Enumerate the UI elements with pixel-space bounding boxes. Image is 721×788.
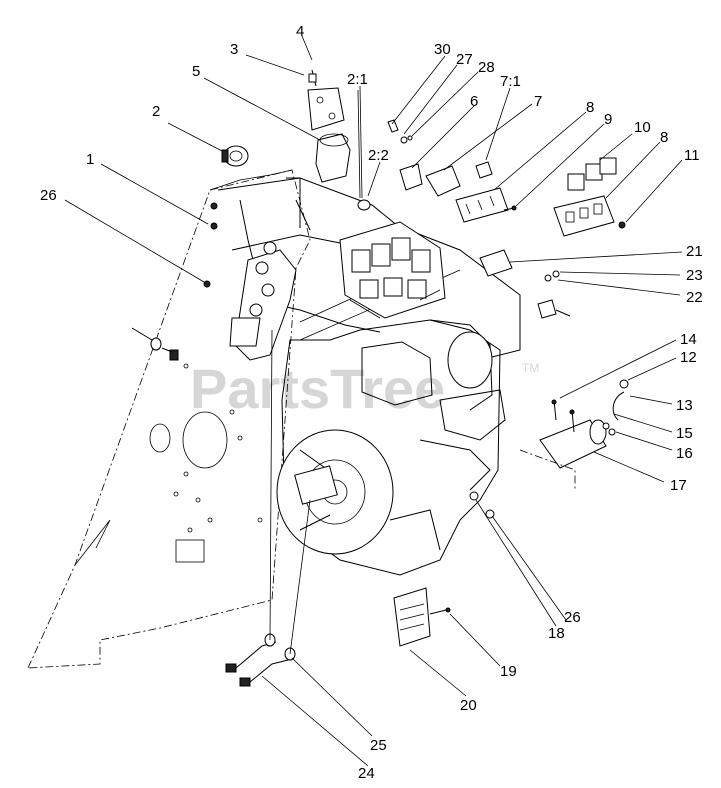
part-17-solenoid	[519, 419, 607, 490]
callout-21: 21	[686, 243, 703, 260]
callout-5: 5	[192, 63, 200, 80]
callout-7-1: 7:1	[500, 73, 521, 90]
callout-3: 3	[230, 41, 238, 58]
callout-14: 14	[680, 331, 697, 348]
callout-10: 10	[634, 119, 651, 136]
callout-2: 2	[152, 103, 160, 120]
callout-25: 25	[370, 737, 387, 754]
part-9-screw	[503, 205, 517, 211]
watermark-tm: TM	[522, 361, 539, 375]
callout-26-right: 26	[564, 609, 581, 626]
callout-19: 19	[500, 663, 517, 680]
part-8-fuse-panel	[553, 195, 615, 237]
callout-27: 27	[456, 51, 473, 68]
callout-26-left: 26	[40, 187, 57, 204]
part-21-block	[479, 249, 513, 277]
parts-1-26-fasteners	[203, 202, 218, 288]
parts-22-23-washers	[537, 270, 571, 319]
callout-17: 17	[670, 477, 687, 494]
callout-12: 12	[680, 349, 697, 366]
callout-2-2: 2:2	[368, 147, 389, 164]
control-plate	[229, 241, 297, 361]
part-7-relay	[425, 161, 493, 197]
leader-lines	[64, 35, 683, 767]
engine	[276, 319, 506, 576]
parts-18-26-nuts	[469, 491, 495, 519]
watermark: PartsTree	[190, 357, 445, 420]
valve-block	[339, 221, 446, 319]
callout-23: 23	[686, 267, 703, 284]
parts-30-27-28	[387, 119, 413, 144]
callout-22: 22	[686, 289, 703, 306]
callout-30: 30	[434, 41, 451, 58]
part-8-fuse-block	[455, 187, 509, 223]
callout-15: 15	[676, 425, 693, 442]
callout-1: 1	[86, 151, 94, 168]
part-10-relays	[567, 157, 617, 191]
callout-6: 6	[470, 93, 478, 110]
side-panel	[27, 169, 311, 669]
callout-labels: 2 1 26 3 4 5 2:1 2:2 30 27 28 6 7:1 7 8 …	[40, 23, 703, 782]
parts-24-25-connectors	[225, 329, 311, 687]
callout-28: 28	[478, 59, 495, 76]
part-20-regulator	[393, 587, 451, 647]
callout-16: 16	[676, 445, 693, 462]
part-11-screw	[618, 221, 626, 229]
part-5-cup	[315, 133, 351, 183]
callout-7: 7	[534, 93, 542, 110]
callout-13: 13	[676, 397, 693, 414]
panel-connector	[131, 327, 179, 361]
callout-20: 20	[460, 697, 477, 714]
part-4-bracket	[307, 69, 345, 131]
part-2-1-2-2-hardware	[357, 89, 371, 211]
callout-2-1: 2:1	[347, 71, 368, 88]
part-13-hose	[602, 379, 629, 436]
callout-8-top: 8	[586, 99, 594, 116]
callout-18: 18	[548, 625, 565, 642]
callout-11: 11	[684, 147, 700, 164]
callout-8-right: 8	[660, 129, 668, 146]
callout-4: 4	[296, 23, 304, 40]
part-14-bolts	[551, 399, 575, 433]
callout-24: 24	[358, 765, 375, 782]
part-2-switch	[221, 145, 249, 167]
callout-9: 9	[604, 111, 612, 128]
part-6-fuse-holder	[399, 163, 423, 191]
